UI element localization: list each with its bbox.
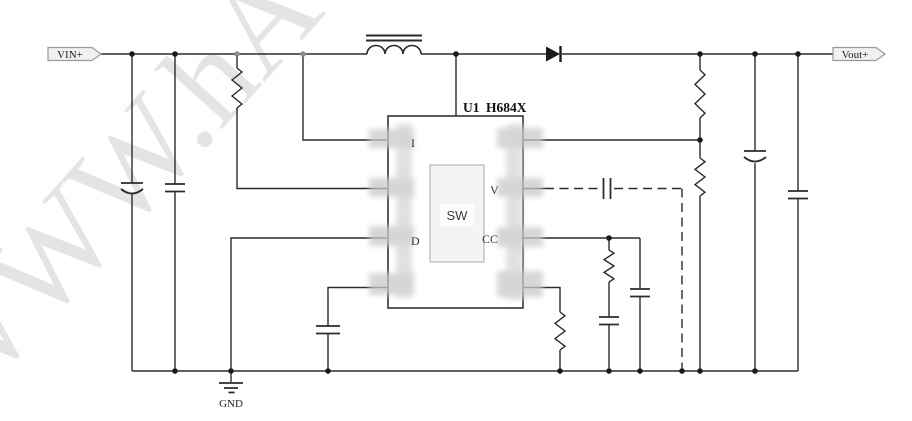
pin-fragment-right-2: V <box>490 183 499 197</box>
watermark-text: WWW.hA <box>0 0 348 421</box>
cap-plate <box>165 183 185 193</box>
junction-dot <box>697 51 703 57</box>
blur-pin-right-3 <box>497 227 543 247</box>
pin-label-fragments: I D V CC <box>411 136 499 248</box>
vin-tag-label: VIN+ <box>57 49 83 61</box>
ground-label: GND <box>219 398 243 410</box>
junction-dot <box>557 368 563 374</box>
junction-dot <box>637 368 643 374</box>
capacitor-bypass <box>316 325 340 335</box>
sw-label-backplate <box>440 204 474 226</box>
resistor-pin4-right <box>553 311 567 351</box>
cap-plate-curved <box>743 156 767 163</box>
junction-dot <box>795 51 801 57</box>
resistor-enable-pullup <box>230 67 244 109</box>
junction-dot <box>697 368 703 374</box>
junction-dot <box>228 368 234 374</box>
ground-symbol: GND <box>219 382 243 410</box>
blur-strip-right <box>506 124 523 300</box>
junction-dot <box>752 368 758 374</box>
capacitor-input-ceramic <box>165 183 185 193</box>
resistor-feedback-lower <box>693 157 707 197</box>
wire <box>327 286 388 326</box>
junction-dot <box>606 235 612 241</box>
junction-dots <box>129 51 801 374</box>
blur-pin-left-1 <box>369 129 414 148</box>
vout-tag-label: Vout+ <box>842 49 869 61</box>
cap-plate <box>602 178 612 199</box>
ic-part-number: H684X <box>486 100 527 115</box>
junction-dot <box>453 51 459 57</box>
cap-plate <box>316 325 340 335</box>
capacitor-output-ceramic <box>788 190 808 200</box>
ic-refdes: U1 <box>463 100 480 115</box>
junction-dot <box>752 51 758 57</box>
inductor-core <box>366 34 422 42</box>
junction-dot <box>325 368 331 374</box>
wire <box>230 237 388 371</box>
capacitors <box>120 150 808 335</box>
capacitor-feedforward <box>602 178 612 199</box>
blur-pin-right-1 <box>497 128 543 148</box>
cap-plate-curved <box>120 188 144 195</box>
pin-fragment-left-1: I <box>411 136 415 150</box>
junction-dot <box>172 368 178 374</box>
diode <box>546 46 562 62</box>
capacitor-input-electrolytic <box>120 182 144 195</box>
blur-strip-left <box>396 124 412 298</box>
capacitor-comp-1 <box>599 316 619 326</box>
capacitor-comp-2 <box>630 288 650 298</box>
cap-plate <box>788 190 808 200</box>
net-tag-vout: Vout+ <box>832 46 887 62</box>
wire <box>236 108 388 190</box>
wire <box>302 54 388 141</box>
blur-pin-right-4 <box>497 271 543 297</box>
capacitor-output-electrolytic <box>743 150 767 163</box>
diode-anode-triangle <box>546 46 560 62</box>
blur-pin-left-4 <box>369 273 414 295</box>
net-tag-vin: VIN+ <box>47 46 103 62</box>
vin-tag-shape <box>47 46 103 62</box>
pin-fragment-left-3: D <box>411 234 420 248</box>
junction-dot <box>129 51 135 57</box>
vout-tag-shape <box>832 46 887 62</box>
blur-pin-left-3 <box>369 226 414 246</box>
censored-pin-labels <box>369 124 543 300</box>
pin-fragment-right-3: CC <box>482 232 498 246</box>
inductor <box>366 34 422 55</box>
cap-plate <box>630 288 650 298</box>
sw-block-label: SW <box>447 208 469 223</box>
inductor-winding <box>366 44 422 55</box>
junction-dot <box>234 51 240 57</box>
blur-pin-left-2 <box>369 178 414 197</box>
junction-dot <box>300 51 306 57</box>
junction-dot <box>606 368 612 374</box>
junction-dot <box>697 137 703 143</box>
ground-bars <box>219 382 243 394</box>
resistor-comp <box>602 249 616 283</box>
resistors <box>230 67 707 351</box>
wires <box>101 53 833 382</box>
blur-pin-right-2 <box>497 178 543 197</box>
cap-plate <box>599 316 619 326</box>
junction-dot <box>172 51 178 57</box>
dashed-wires <box>545 187 683 371</box>
resistor-feedback-upper <box>693 69 707 119</box>
junction-dot <box>679 368 685 374</box>
